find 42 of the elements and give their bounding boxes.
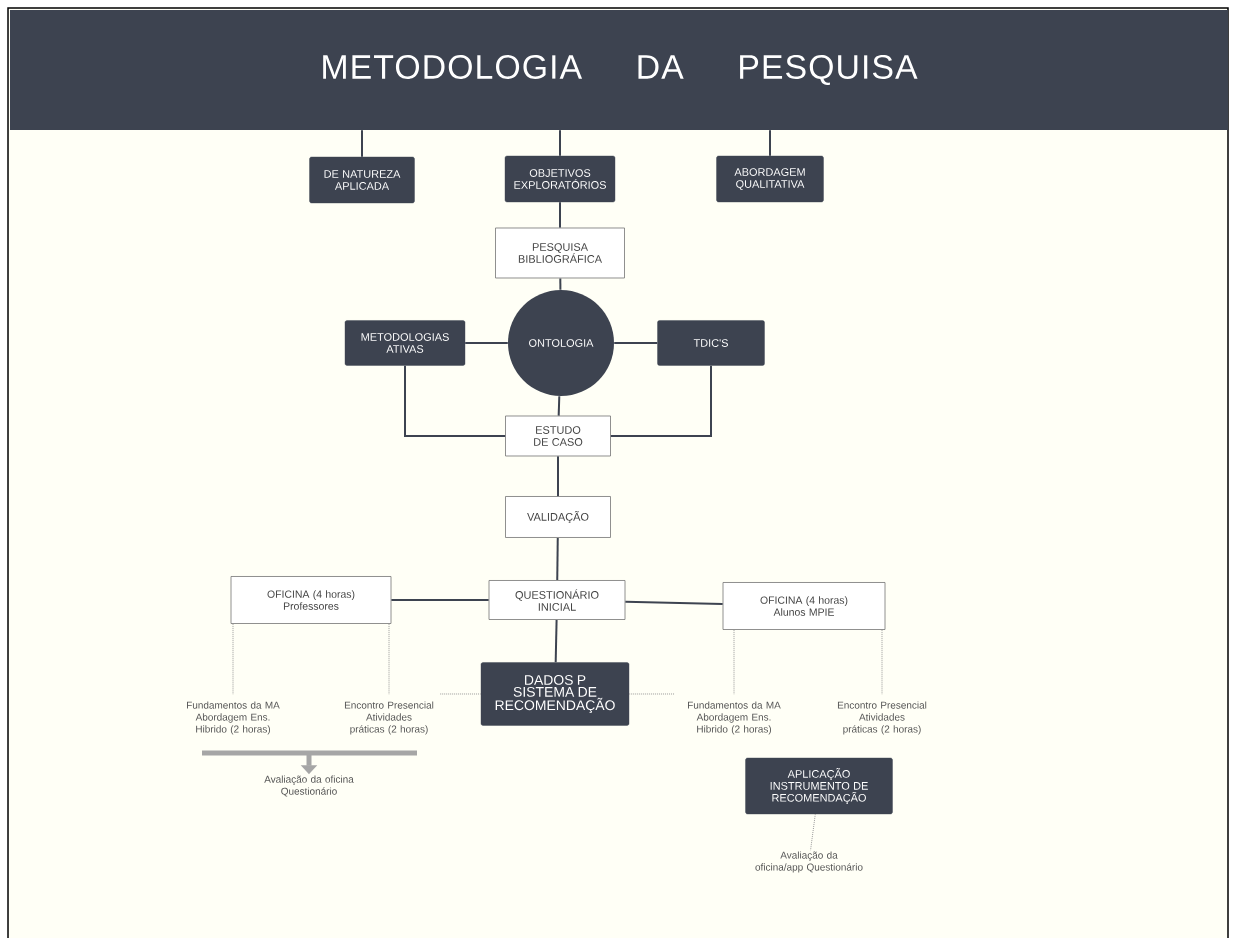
note-text: Encontro Presencial Atividades práticas (2 horas) — [344, 701, 434, 735]
connector-line — [881, 629, 883, 695]
process-box: METODOLOGIAS ATIVAS — [344, 320, 466, 366]
connector-line — [559, 129, 561, 157]
connector-line — [733, 629, 735, 695]
note-text: Fundamentos da MA Abordagem Ens. Hibrido (2 horas) — [187, 701, 280, 735]
process-box: APLICAÇÃO INSTRUMENTO DE RECOMENDAÇÃO — [745, 757, 893, 815]
process-box: PESQUISA BIBLIOGRÁFICA — [495, 227, 625, 279]
connector-line — [404, 364, 507, 437]
connector-line — [559, 201, 561, 229]
connector-line — [559, 277, 562, 291]
connector-line — [464, 342, 509, 344]
note-text: Avaliação da oficina/app Questionário — [755, 851, 863, 873]
note-text: Avaliação da oficina Questionário — [264, 775, 354, 797]
connector-line — [769, 129, 771, 157]
connector-line — [556, 536, 559, 582]
process-box: TDIC'S — [657, 320, 765, 366]
connector-line — [624, 600, 724, 605]
process-box: DADOS P SISTEMA DE RECOMENDAÇÃO — [480, 662, 630, 726]
connector-line — [628, 693, 676, 695]
process-box: DE NATUREZA APLICADA — [309, 156, 415, 204]
connector-line — [810, 813, 816, 851]
connector-line — [361, 129, 363, 158]
connector-line — [232, 623, 234, 695]
process-box: OFICINA (4 horas) Professores — [230, 576, 392, 624]
process-box: ABORDAGEM QUALITATIVA — [716, 155, 824, 203]
process-box: OFICINA (4 horas) Alunos MPIE — [722, 582, 886, 630]
note-text: Encontro Presencial Atividades práticas (2 horas) — [837, 701, 927, 735]
connector-line — [390, 599, 490, 601]
connector-line — [557, 395, 561, 417]
process-box: OBJETIVOS EXPLORATÓRIOS — [504, 155, 616, 203]
process-box: VALIDAÇÃO — [505, 496, 611, 538]
process-box: QUESTIONÁRIO INICIAL — [488, 580, 626, 620]
note-text: Fundamentos da MA Abordagem Ens. Hibrido (2 horas) — [688, 701, 781, 735]
title-banner: METODOLOGIA DA PESQUISA — [10, 10, 1228, 130]
connector-line — [557, 455, 559, 498]
connector-line — [554, 618, 558, 664]
connector-line — [439, 693, 482, 695]
connector-line — [613, 342, 659, 344]
process-box: ESTUDO DE CASO — [505, 415, 611, 457]
connector-line — [388, 623, 390, 695]
connector-line — [609, 364, 712, 437]
